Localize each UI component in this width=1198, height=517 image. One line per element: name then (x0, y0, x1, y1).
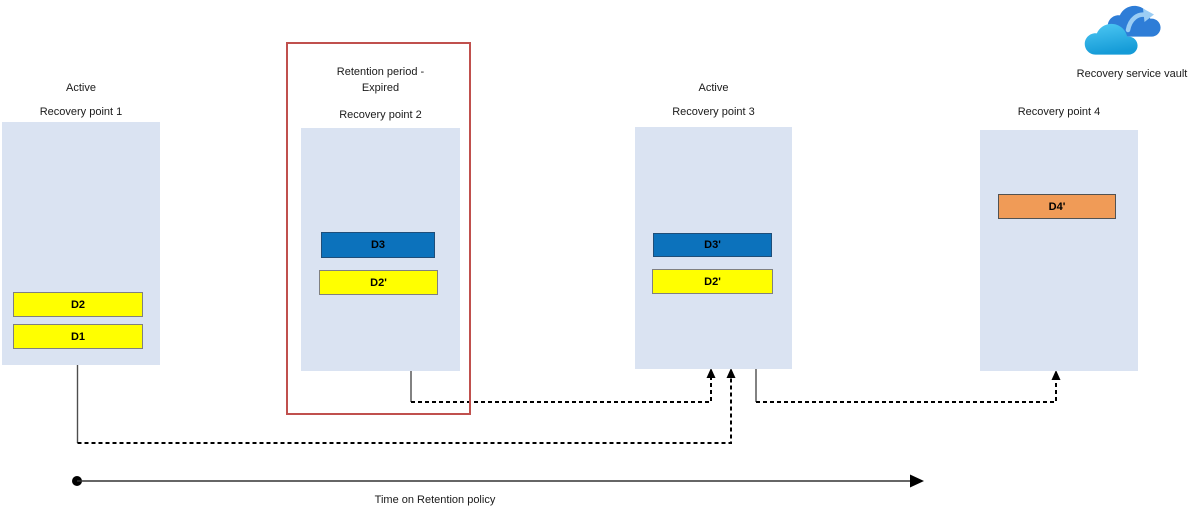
timeline-label: Time on Retention policy (374, 494, 496, 506)
rp2-to-rp3-arrowhead-icon (706, 368, 716, 378)
rp3-to-rp4-arrowhead-icon (1051, 370, 1061, 380)
rp1-status-label: Active (66, 82, 96, 94)
rp3-status-label: Active (698, 82, 729, 94)
rp2-expired-highlight-frame (286, 42, 471, 415)
rp2-data-block-d3: D3 (321, 232, 435, 258)
rp4-data-block-d4p: D4' (998, 194, 1116, 219)
rp4-title: Recovery point 4 (1017, 106, 1101, 118)
timeline-start-dot-icon (72, 476, 82, 486)
vault-arrowhead-icon (1143, 8, 1154, 22)
rp3-data-block-d3p: D3' (653, 233, 772, 257)
vault-label: Recovery service vault (1076, 68, 1188, 80)
rp2-status-line-2: Expired (361, 82, 400, 94)
rp4-column (980, 130, 1138, 371)
rp2-status-line-1: Retention period - (336, 66, 425, 78)
rp3-to-rp4-dashed-line (756, 377, 1057, 403)
rp3-data-block-d2p: D2' (652, 269, 773, 294)
rp2-status-label: Retention period - Expired (301, 64, 460, 96)
rp1-data-block-d2: D2 (13, 292, 143, 317)
recovery-vault-cloud-icon (1084, 5, 1161, 55)
rp1-title: Recovery point 1 (39, 106, 123, 118)
vault-front-cloud (1084, 23, 1138, 55)
rp2-title: Recovery point 2 (339, 109, 422, 121)
timeline-arrowhead-icon (910, 474, 924, 488)
rp3-title: Recovery point 3 (672, 106, 755, 118)
rp1-to-rp3-arrowhead-icon (726, 368, 736, 378)
rp2-data-block-d2p: D2' (319, 270, 438, 295)
rp1-data-block-d1: D1 (13, 324, 143, 349)
